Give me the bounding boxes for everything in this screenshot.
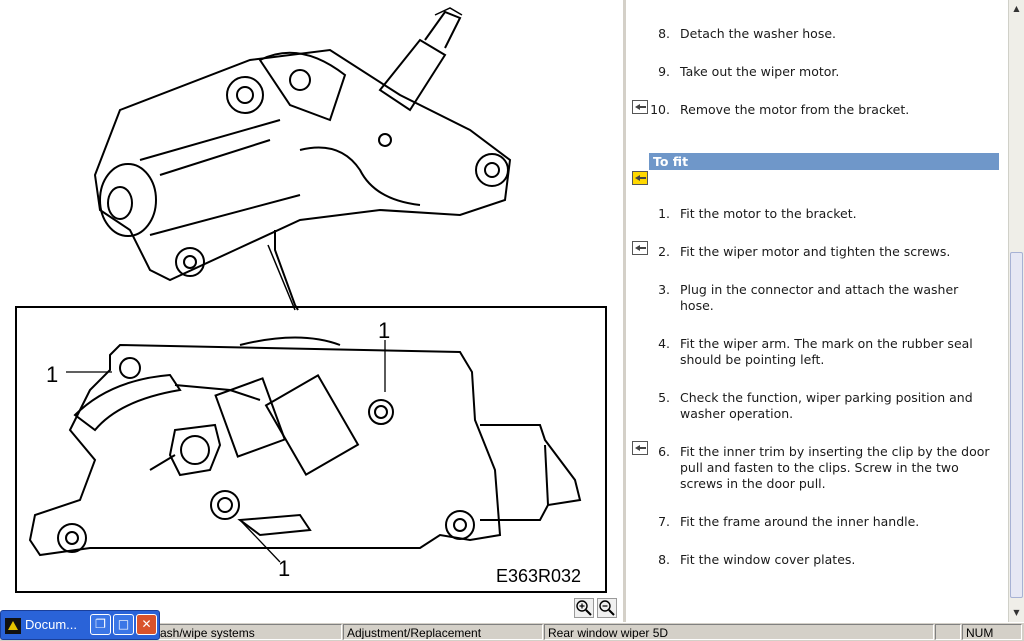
step-number: 1. [658,206,670,221]
status-panel-type: Adjustment/Replacement [343,624,543,640]
scrollbar-thumb[interactable] [1010,252,1023,598]
scroll-down-button[interactable]: ▼ [1009,604,1024,620]
step-number: 8. [658,26,670,41]
callout-1-top: 1 [378,318,390,343]
close-button[interactable]: ✕ [136,614,157,635]
callout-1-bottom: 1 [278,556,290,581]
step-number: 8. [658,552,670,567]
status-panel-num: NUM [962,624,1022,640]
step-text: Fit the wiper arm. The mark on the rubbe… [680,336,973,367]
minimized-window-button[interactable]: Docum... ❐ □ ✕ [0,610,160,640]
scroll-up-button[interactable]: ▲ [1009,0,1024,16]
step-text: Fit the motor to the bracket. [680,206,857,221]
vertical-scrollbar[interactable]: ▲ ▼ [1008,0,1024,622]
restore-icon: ❐ [95,617,106,631]
figure-code: E363R032 [496,566,581,586]
status-panel-topic: Rear window wiper 5D [544,624,934,640]
restore-button[interactable]: ❐ [90,614,111,635]
step-number: 6. [658,444,670,459]
step-text: Remove the motor from the bracket. [680,102,910,117]
status-panel-empty [935,624,961,640]
maximize-icon: □ [117,617,130,631]
step-text: Fit the wiper motor and tighten the scre… [680,244,951,259]
status-panel-section: ash/wipe systems [156,624,342,640]
section-header-to-fit: To fit [649,153,999,170]
step-number: 2. [658,244,670,259]
step-number: 4. [658,336,670,351]
close-icon: ✕ [141,617,152,631]
pane-splitter[interactable] [622,0,627,622]
step-text: Take out the wiper motor. [680,64,840,79]
step-text: Plug in the connector and attach the was… [680,282,959,313]
back-arrow-icon[interactable] [632,441,648,455]
arrow-down-icon: ▼ [1013,607,1020,617]
step-text: Fit the inner trim by inserting the clip… [680,444,990,491]
step-text: Fit the window cover plates. [680,552,856,567]
maximize-button[interactable]: □ [113,614,134,635]
step-number: 9. [658,64,670,79]
window-title: Docum... [25,617,78,632]
step-text: Detach the washer hose. [680,26,836,41]
zoom-out-button[interactable] [597,598,617,618]
step-number: 3. [658,282,670,297]
zoom-out-icon [599,600,615,616]
zoom-in-icon [576,600,592,616]
illustration-pane: 1 1 1 E363R032 [0,0,623,622]
step-number: 7. [658,514,670,529]
callout-1-left: 1 [46,362,58,387]
zoom-in-button[interactable] [574,598,594,618]
wiper-motor-illustration: 1 1 1 E363R032 [15,7,607,593]
back-arrow-icon[interactable] [632,241,648,255]
step-text: Fit the frame around the inner handle. [680,514,920,529]
step-number: 5. [658,390,670,405]
back-arrow-icon[interactable] [632,171,648,185]
step-number: 10. [650,102,670,117]
step-text: Check the function, wiper parking positi… [680,390,973,421]
instructions-pane: 8. Detach the washer hose. 9. Take out t… [626,0,1008,622]
document-app-icon [5,618,21,634]
arrow-up-icon: ▲ [1013,3,1020,13]
back-arrow-icon[interactable] [632,100,648,114]
